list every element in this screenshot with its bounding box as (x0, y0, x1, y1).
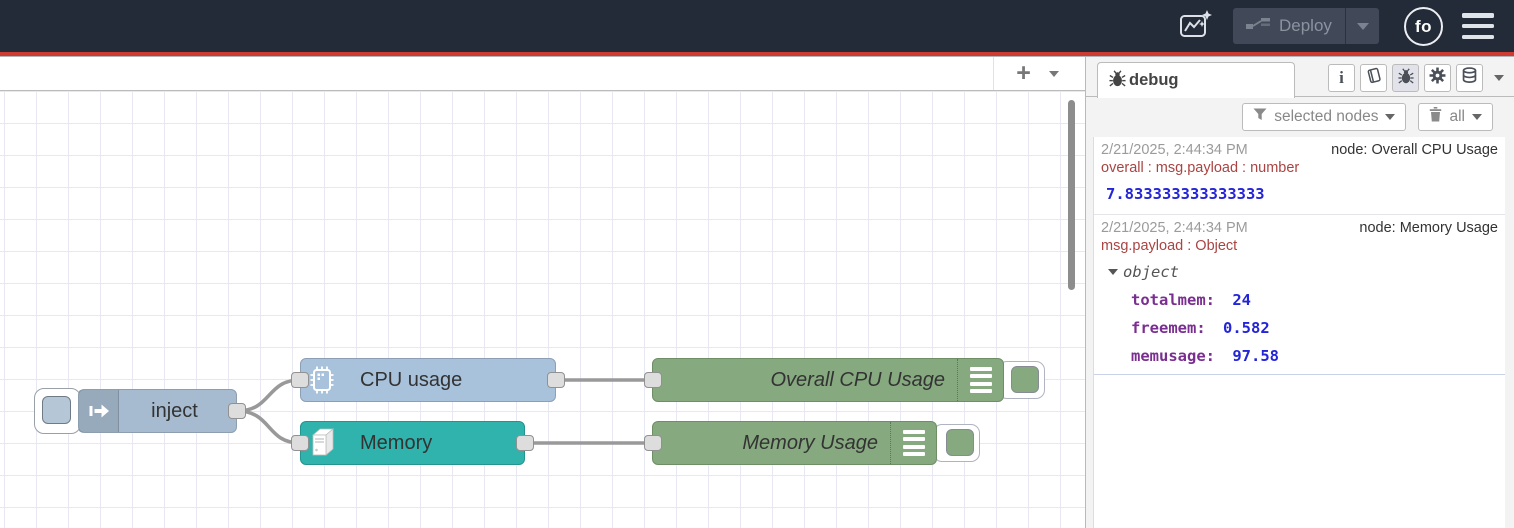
debug-toggle-memusage[interactable] (933, 424, 980, 462)
filter-label: selected nodes (1274, 108, 1379, 125)
add-flow-button[interactable]: + (1016, 59, 1031, 87)
database-icon (1461, 67, 1478, 89)
inject-trigger-inner (42, 396, 71, 424)
clear-messages-button[interactable]: all (1418, 103, 1493, 131)
help-tab-button[interactable] (1360, 64, 1387, 92)
object-type-label: object (1123, 263, 1179, 281)
config-tab-button[interactable] (1424, 64, 1451, 92)
info-tab-button[interactable]: i (1328, 64, 1355, 92)
memusage-input-port[interactable] (644, 435, 662, 451)
debug-message: 2/21/2025, 2:44:34 PM node: Memory Usage… (1094, 215, 1505, 375)
sidebar-debug-panel: debug i (1085, 57, 1514, 528)
tab-debug-label: debug (1129, 71, 1179, 89)
avatar-initials: fo (1414, 16, 1433, 36)
message-node-name: node: Memory Usage (1359, 220, 1498, 236)
chevron-down-icon (1356, 22, 1369, 30)
debug-toolbar: selected nodes all (1086, 97, 1514, 137)
flow-tab-controls: + (993, 57, 1081, 90)
flow-list-caret[interactable] (1048, 70, 1059, 77)
cpu-input-port[interactable] (291, 372, 309, 388)
debug-message: 2/21/2025, 2:44:34 PM node: Overall CPU … (1094, 137, 1505, 215)
cpu-chip-icon (301, 359, 343, 401)
message-node-name: node: Overall CPU Usage (1331, 142, 1498, 158)
node-label: Memory Usage (742, 431, 878, 454)
header-bar: Deploy fo (0, 0, 1514, 52)
deploy-options-caret[interactable] (1345, 8, 1379, 44)
object-entry: freemem: 0.582 (1101, 319, 1498, 337)
debug-toggle-indicator (1011, 366, 1039, 393)
flow-tab-bar: + (0, 57, 1085, 91)
user-avatar[interactable]: fo (1404, 7, 1443, 46)
debug-toggle-overall[interactable] (998, 361, 1045, 399)
chevron-down-icon (1472, 114, 1482, 120)
main-menu-button[interactable] (1459, 13, 1497, 39)
server-tower-icon (301, 422, 343, 464)
node-memory[interactable]: Memory (300, 421, 525, 465)
gear-icon (1429, 67, 1446, 89)
debug-message-list[interactable]: 2/21/2025, 2:44:34 PM node: Overall CPU … (1093, 137, 1505, 528)
message-timestamp: 2/21/2025, 2:44:34 PM (1101, 142, 1248, 158)
entry-key: memusage: (1131, 347, 1215, 365)
export-image-button[interactable] (1176, 8, 1216, 46)
entry-value: 0.582 (1223, 319, 1270, 337)
filter-nodes-button[interactable]: selected nodes (1242, 103, 1407, 131)
inject-output-port[interactable] (228, 403, 246, 419)
chevron-down-icon (1385, 114, 1396, 120)
bug-icon (1397, 67, 1414, 89)
entry-value: 97.58 (1232, 347, 1280, 365)
wire-inject-memory[interactable] (236, 409, 301, 445)
sidebar-options-caret[interactable] (1494, 75, 1504, 81)
hamburger-icon (1462, 13, 1494, 18)
message-value-number: 7.833333333333333 (1106, 185, 1265, 203)
object-collapse-caret[interactable] (1108, 269, 1118, 275)
canvas-vertical-scrollbar[interactable] (1068, 100, 1075, 290)
entry-value: 24 (1232, 291, 1252, 309)
context-tab-button[interactable] (1456, 64, 1483, 92)
info-icon: i (1339, 68, 1344, 87)
cpu-output-port[interactable] (547, 372, 565, 388)
inject-arrow-icon (79, 390, 119, 432)
message-topic: msg.payload : Object (1101, 238, 1238, 254)
wires-layer (236, 378, 653, 445)
header-accent-line (0, 52, 1514, 56)
inject-trigger-button[interactable] (34, 388, 81, 434)
node-memory-usage[interactable]: Memory Usage (652, 421, 937, 465)
debug-tab-button[interactable] (1392, 64, 1419, 92)
debug-list-icon (890, 422, 936, 464)
node-label: Memory (360, 431, 433, 454)
bug-icon (1109, 69, 1126, 92)
node-label: inject (151, 399, 198, 422)
node-overall-cpu-usage[interactable]: Overall CPU Usage (652, 358, 1004, 402)
message-topic: overall : msg.payload : number (1101, 160, 1300, 176)
object-entry: memusage: 97.58 (1101, 347, 1498, 365)
flow-image-sparkle-icon (1178, 9, 1214, 46)
funnel-icon (1253, 108, 1267, 126)
entry-key: freemem: (1131, 319, 1206, 337)
node-cpu-usage[interactable]: CPU usage (300, 358, 556, 402)
deploy-wire-icon (1246, 17, 1270, 36)
node-inject[interactable]: inject (78, 389, 237, 433)
sidebar-icon-bar: i (1328, 64, 1504, 92)
deploy-button[interactable]: Deploy (1233, 8, 1379, 44)
book-icon (1365, 67, 1382, 89)
sidebar-tab-bar: debug i (1086, 57, 1514, 98)
workspace: + inject (0, 57, 1085, 528)
clear-label: all (1449, 108, 1465, 125)
object-entry: totalmem: 24 (1101, 291, 1498, 309)
memory-input-port[interactable] (291, 435, 309, 451)
header-divider-line (0, 56, 1514, 57)
node-label: Overall CPU Usage (770, 368, 945, 391)
deploy-button-label: Deploy (1279, 16, 1332, 35)
debug-toggle-indicator (946, 429, 974, 456)
memory-output-port[interactable] (516, 435, 534, 451)
overall-input-port[interactable] (644, 372, 662, 388)
node-label: CPU usage (360, 368, 463, 391)
message-timestamp: 2/21/2025, 2:44:34 PM (1101, 220, 1248, 236)
wire-inject-cpu[interactable] (236, 378, 301, 413)
debug-list-icon (957, 359, 1003, 401)
entry-key: totalmem: (1131, 291, 1215, 309)
tab-debug[interactable]: debug (1097, 62, 1295, 98)
flow-canvas[interactable]: inject CPU usage (0, 91, 1085, 528)
trash-icon (1429, 107, 1442, 127)
